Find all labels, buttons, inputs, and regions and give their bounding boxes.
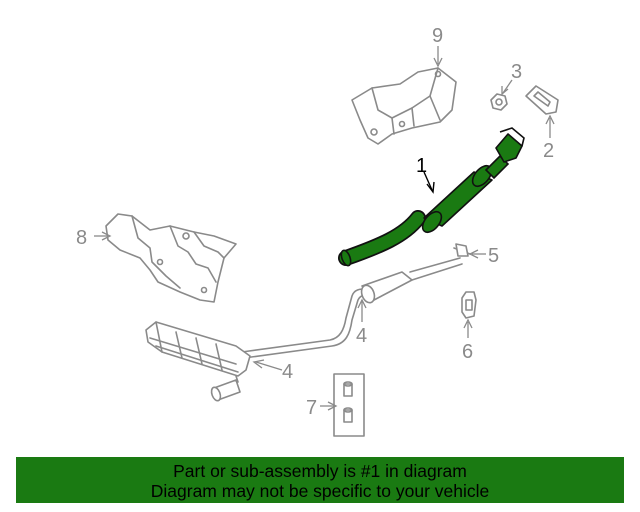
part-9-heat-shield[interactable] <box>351 67 457 145</box>
part-5-hanger[interactable] <box>453 243 471 257</box>
part-1-front-pipe[interactable] <box>338 127 525 267</box>
callout-4-pipe: 4 <box>356 325 367 347</box>
callout-5: 5 <box>488 245 499 267</box>
leader-4a <box>255 361 283 371</box>
callout-9: 9 <box>432 25 443 47</box>
callout-8: 8 <box>76 227 87 249</box>
part-7-insulator-kit[interactable] <box>333 373 365 437</box>
part-4-exhaust-pipe-muffler[interactable] <box>145 257 463 402</box>
part-8-heat-shield[interactable] <box>105 213 237 303</box>
callout-7: 7 <box>306 397 317 419</box>
leader-1 <box>423 171 433 191</box>
part-6-rubber-hanger[interactable] <box>461 291 477 319</box>
callout-6: 6 <box>462 341 473 363</box>
banner-line-1: Part or sub-assembly is #1 in diagram <box>173 461 467 481</box>
part-3-nut[interactable] <box>490 93 508 111</box>
banner-line-2: Diagram may not be specific to your vehi… <box>150 481 490 501</box>
exhaust-parts-diagram: 9 3 2 1 5 6 <box>76 25 559 437</box>
callout-4-muffler: 4 <box>282 361 293 383</box>
part-2-gasket[interactable] <box>525 85 559 115</box>
callout-1: 1 <box>416 155 427 177</box>
callout-3: 3 <box>511 61 522 83</box>
notice-banner: Part or sub-assembly is #1 in diagram Di… <box>16 457 624 503</box>
callout-2: 2 <box>543 140 554 162</box>
leader-3 <box>502 79 513 94</box>
